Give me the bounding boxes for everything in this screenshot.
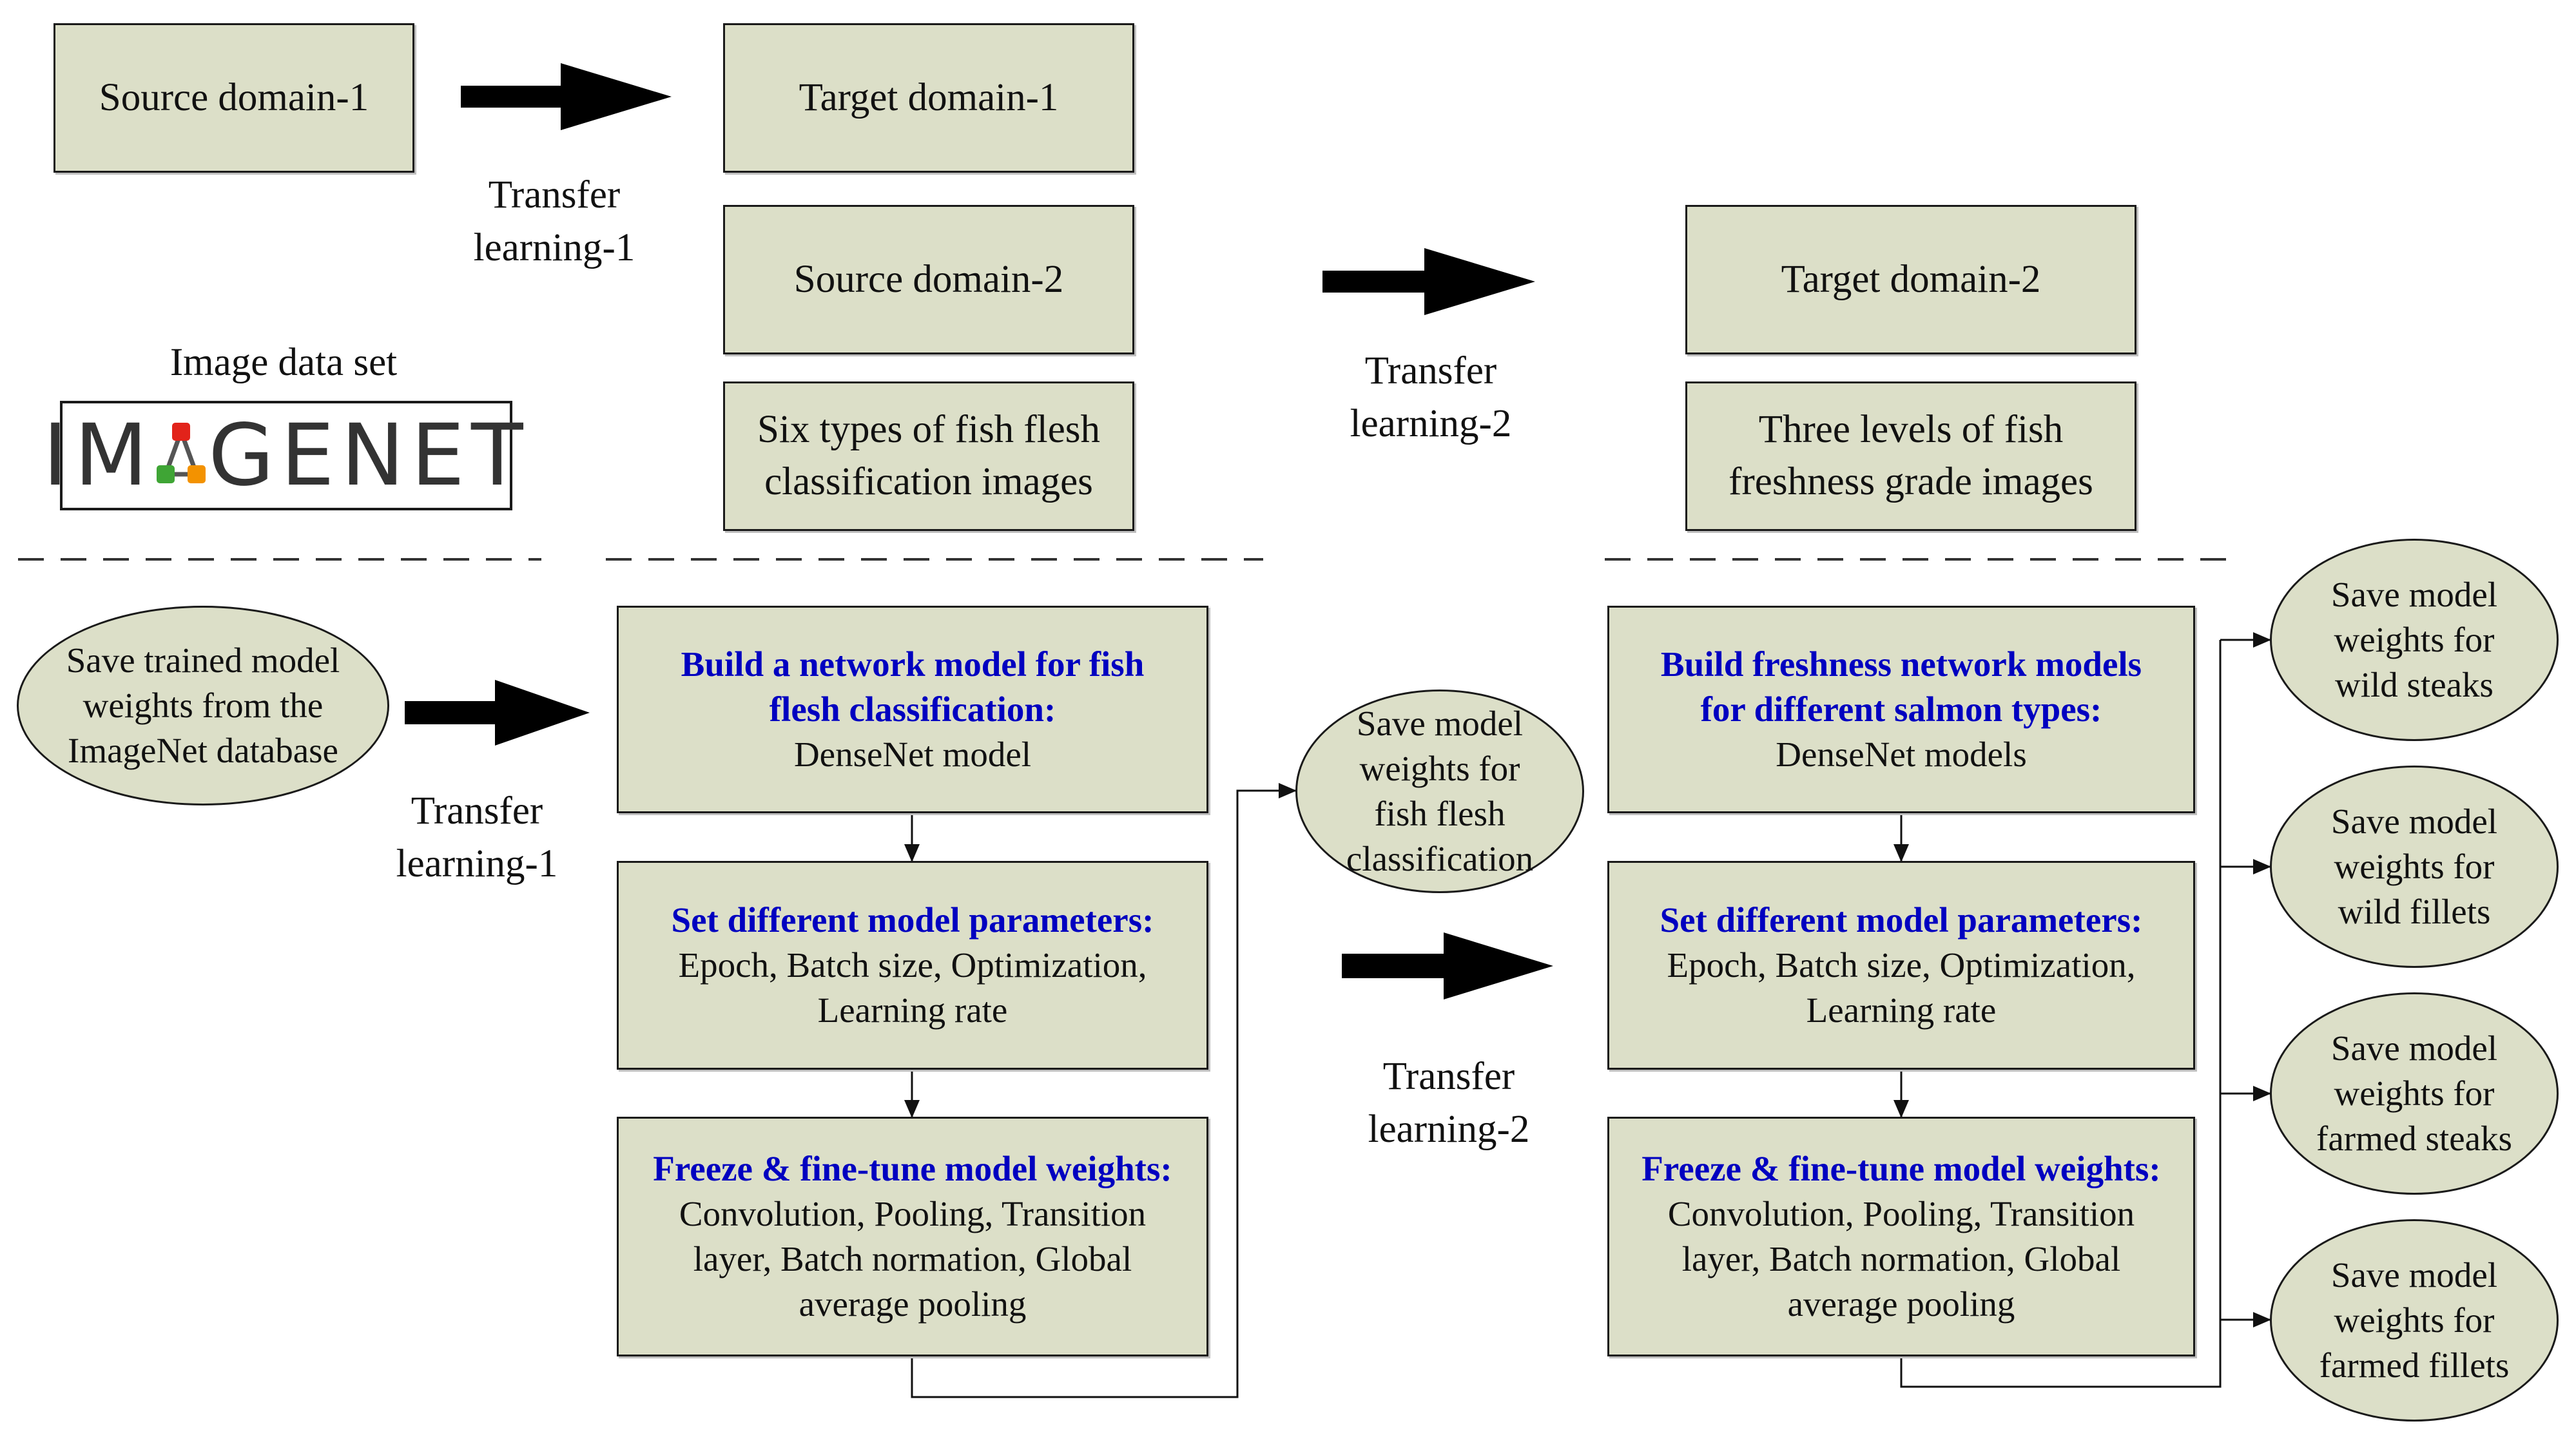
right-freeze-finetune-box: Freeze & fine-tune model weights: Convol… (1607, 1117, 2195, 1356)
ellipse-text-line: Save model (1356, 704, 1524, 744)
left-build-model-box: Build a network model for fish flesh cla… (617, 606, 1208, 813)
transfer-arrow-bottom-1 (405, 680, 590, 746)
box-heading-line: Freeze & fine-tune model weights: (1641, 1149, 2161, 1189)
source-domain-1-box: Source domain-1 (53, 23, 414, 173)
source-domain-2-box: Source domain-2 (723, 205, 1134, 354)
transfer-learning-1-label-top: Transfer learning-1 (425, 169, 683, 275)
imagenet-tree-icon (157, 423, 206, 483)
box-body-line: Convolution, Pooling, Transition (679, 1194, 1147, 1234)
ellipse-text-line: fish flesh (1374, 794, 1506, 833)
target-domain-2-text: Target domain-2 (1781, 257, 2041, 301)
ellipse-text-line: weights for (2334, 1300, 2495, 1340)
left-set-params-box: Set different model parameters: Epoch, B… (617, 861, 1208, 1070)
box-heading-line: Set different model parameters: (1660, 900, 2143, 940)
box-heading-line: Build a network model for fish (681, 644, 1145, 684)
transfer-arrow-top-2 (1322, 248, 1535, 315)
fish-flesh-images-line-1: Six types of fish flesh (757, 408, 1101, 452)
transfer-arrow-bottom-2 (1342, 932, 1553, 999)
connector-right-trunk (1900, 640, 2222, 1388)
transfer-label-line: learning-2 (1368, 1108, 1530, 1152)
save-wild-steaks-ellipse: Save model weights for wild steaks (2270, 539, 2559, 741)
save-wild-fillets-ellipse: Save model weights for wild fillets (2270, 766, 2559, 968)
imagenet-logo-text-right: GENET (208, 406, 530, 505)
left-freeze-finetune-box: Freeze & fine-tune model weights: Convol… (617, 1117, 1208, 1356)
box-body-line: Convolution, Pooling, Transition (1667, 1194, 2135, 1234)
ellipse-text-line: Save trained model (66, 641, 340, 680)
transfer-learning-1-label-bottom: Transfer learning-1 (348, 785, 606, 891)
save-farmed-steaks-ellipse: Save model weights for farmed steaks (2270, 992, 2559, 1195)
ellipse-text-line: weights for (2334, 847, 2495, 887)
ellipse-text-line: farmed steaks (2316, 1118, 2512, 1158)
fish-flesh-images-box: Six types of fish flesh classification i… (723, 381, 1134, 531)
transfer-label-line: Transfer (411, 789, 543, 833)
box-heading-line: for different salmon types: (1700, 690, 2102, 729)
ellipse-text-line: wild fillets (2338, 891, 2491, 931)
transfer-learning-2-label-top: Transfer learning-2 (1302, 345, 1560, 451)
ellipse-text-line: farmed fillets (2319, 1345, 2510, 1385)
box-heading-line: flesh classification: (769, 690, 1056, 729)
connector-left-to-save (911, 783, 1297, 1398)
right-build-model-box: Build freshness network models for diffe… (1607, 606, 2195, 813)
ellipse-text-line: weights for (1359, 749, 1520, 789)
box-body-line: Learning rate (817, 990, 1008, 1030)
box-heading-line: Set different model parameters: (671, 900, 1154, 940)
transfer-learning-2-label-bottom: Transfer learning-2 (1320, 1050, 1578, 1157)
imagenet-logo: IM GENET (43, 401, 523, 510)
imagenet-logo-text-left: IM (43, 406, 155, 505)
box-body-line: layer, Batch normation, Global (1681, 1239, 2121, 1278)
ellipse-text-line: Save model (2330, 1255, 2498, 1295)
ellipse-text-line: Save model (2330, 575, 2498, 615)
transfer-label-line: Transfer (1364, 349, 1497, 392)
target-domain-1-box: Target domain-1 (723, 23, 1134, 173)
save-fish-flesh-weights-ellipse: Save model weights for fish flesh classi… (1295, 690, 1584, 893)
ellipse-text-line: ImageNet database (68, 730, 338, 770)
ellipse-text-line: wild steaks (2335, 664, 2494, 704)
fish-flesh-images-line-2: classification images (764, 460, 1093, 503)
box-body-line: Epoch, Batch size, Optimization, (1667, 945, 2136, 985)
freshness-images-line-2: freshness grade images (1729, 460, 2093, 503)
box-heading-line: Build freshness network models (1660, 644, 2142, 684)
transfer-label-line: learning-1 (473, 226, 635, 270)
box-body-line: Learning rate (1806, 990, 1997, 1030)
ellipse-text-line: classification (1346, 838, 1534, 878)
right-set-params-box: Set different model parameters: Epoch, B… (1607, 861, 2195, 1070)
transfer-arrow-top-1 (461, 63, 672, 130)
target-domain-2-box: Target domain-2 (1685, 205, 2136, 354)
transfer-label-line: Transfer (1382, 1055, 1515, 1098)
transfer-label-line: learning-2 (1350, 402, 1512, 446)
ellipse-text-line: weights for (2334, 1074, 2495, 1114)
box-heading-line: Freeze & fine-tune model weights: (653, 1149, 1172, 1189)
freshness-images-box: Three levels of fish freshness grade ima… (1685, 381, 2136, 531)
box-body-line: layer, Batch normation, Global (693, 1239, 1132, 1278)
box-body-line: Epoch, Batch size, Optimization, (678, 945, 1147, 985)
box-body-line: DenseNet models (1776, 734, 2027, 774)
image-data-set-label: Image data set (169, 341, 398, 384)
box-body-line: average pooling (1787, 1284, 2015, 1324)
save-imagenet-weights-ellipse: Save trained model weights from the Imag… (17, 606, 389, 805)
box-body-line: average pooling (799, 1284, 1027, 1324)
target-domain-1-text: Target domain-1 (799, 75, 1059, 119)
ellipse-text-line: Save model (2330, 802, 2498, 842)
transfer-label-line: Transfer (488, 173, 621, 217)
ellipse-text-line: weights from the (82, 686, 324, 726)
box-body-line: DenseNet model (793, 734, 1032, 774)
ellipse-text-line: weights for (2334, 620, 2495, 660)
transfer-label-line: learning-1 (396, 842, 558, 886)
ellipse-text-line: Save model (2330, 1028, 2498, 1068)
save-farmed-fillets-ellipse: Save model weights for farmed fillets (2270, 1219, 2559, 1422)
source-domain-1-text: Source domain-1 (99, 75, 369, 119)
source-domain-2-text: Source domain-2 (793, 257, 1064, 301)
freshness-images-line-1: Three levels of fish (1758, 408, 2064, 452)
